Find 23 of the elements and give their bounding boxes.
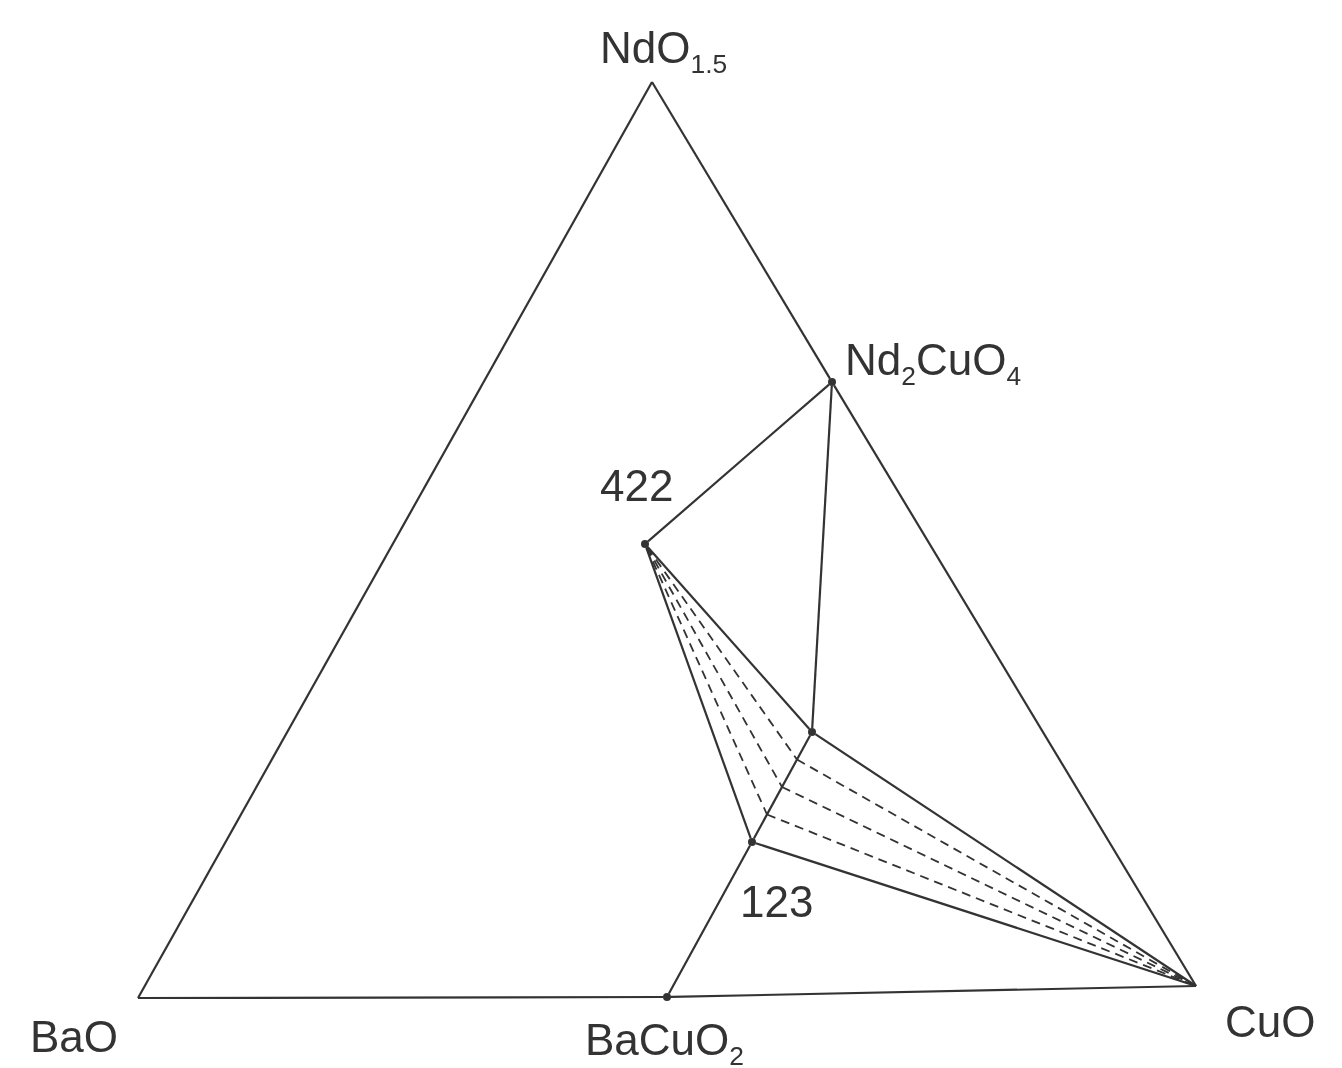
compound-label: Nd$_{2}$CuO$_{4}$	[845, 338, 1022, 390]
phase-boundary-line	[755, 842, 1197, 988]
compound-label: BaCuO$_{2}$	[585, 1018, 744, 1068]
compound-label: 422	[600, 464, 674, 508]
compound-label: NdO$_{1.5}$	[600, 26, 728, 78]
phase-boundary-line	[647, 383, 830, 543]
compound-label: BaO	[30, 1015, 119, 1059]
compound-label: 123	[740, 880, 814, 924]
tie-line	[646, 546, 783, 788]
phase-boundary-line	[752, 735, 812, 839]
phase-boundary-line	[811, 385, 833, 729]
phase-boundary-line	[670, 984, 1197, 998]
phase-boundary-line	[138, 995, 663, 1000]
tie-line	[645, 546, 768, 816]
tie-line	[646, 546, 798, 761]
phase-point	[808, 728, 816, 736]
phase-boundary-line	[667, 844, 752, 995]
phase-boundary-line	[833, 384, 1197, 987]
phase-boundary-line	[645, 547, 752, 839]
phase-boundary-line	[651, 81, 831, 380]
compound-label: CuO	[1225, 1000, 1316, 1044]
phase-boundary-line	[646, 546, 811, 730]
phase-boundary-line	[137, 81, 653, 999]
